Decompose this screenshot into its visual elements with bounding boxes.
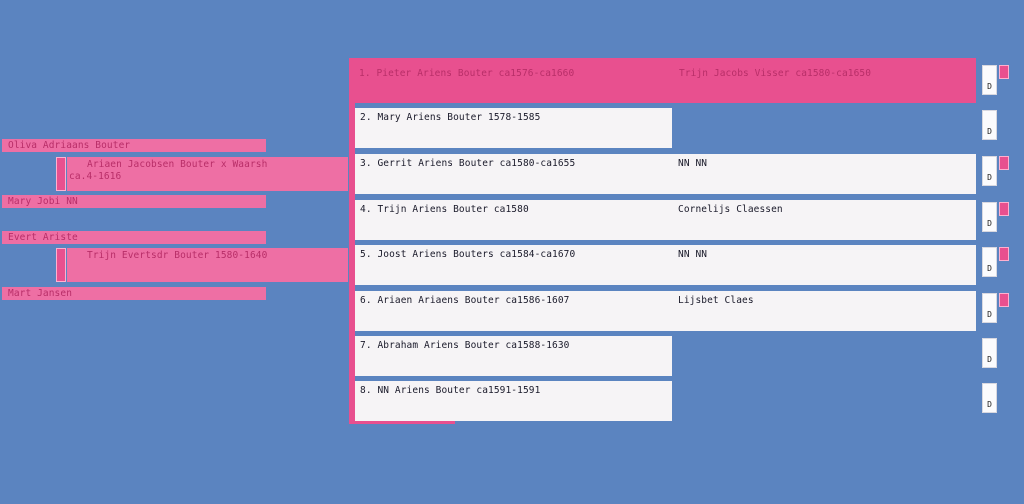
child-1-details-button[interactable]: D xyxy=(982,65,997,95)
child-2-details-button[interactable]: D xyxy=(982,110,997,140)
children-frame-bottom xyxy=(349,418,455,424)
ancestor-mother-label: Mary Jobi NN xyxy=(8,196,78,207)
child-7-details-button[interactable]: D xyxy=(982,338,997,368)
child-row-7[interactable]: 7. Abraham Ariens Bouter ca1588-1630 xyxy=(355,336,672,376)
ancestor-couple2-dates: Trijn Evertsdr Bouter 1580-1640 xyxy=(87,250,268,261)
child-8-details-button[interactable]: D xyxy=(982,383,997,413)
ancestor-father-label: Oliva Adriaans Bouter xyxy=(8,140,131,151)
child-3-details-button[interactable]: D xyxy=(982,156,997,186)
child-5-label: 5. Joost Ariens Bouters ca1584-ca1670 xyxy=(360,249,576,260)
ancestor-couple1-label: Ariaen Jacobsen Bouter x Waarsh xyxy=(87,159,268,170)
child-5-details-button[interactable]: D xyxy=(982,247,997,277)
child-1-spouse: Trijn Jacobs Visser ca1580-ca1650 xyxy=(679,68,872,79)
child-1-label: 1. Pieter Ariens Bouter ca1576-ca1660 xyxy=(359,68,575,79)
child-4-descendants-tab[interactable] xyxy=(999,202,1009,216)
ancestor-mother[interactable]: Mary Jobi NN xyxy=(2,195,266,208)
child-3-label: 3. Gerrit Ariens Bouter ca1580-ca1655 xyxy=(360,158,576,169)
child-row-2[interactable]: 2. Mary Ariens Bouter 1578-1585 xyxy=(355,108,672,148)
couple1-selector[interactable] xyxy=(56,157,66,191)
child-6-details-button[interactable]: D xyxy=(982,293,997,323)
children-frame-left xyxy=(349,58,355,424)
ancestor-gm2[interactable]: Mart Jansen xyxy=(2,287,266,300)
child-row-3[interactable]: 3. Gerrit Ariens Bouter ca1580-ca1655 NN… xyxy=(355,154,976,194)
ancestor-couple2[interactable]: Trijn Evertsdr Bouter 1580-1640 xyxy=(67,248,348,282)
couple2-selector[interactable] xyxy=(56,248,66,282)
ancestor-couple1[interactable]: Ariaen Jacobsen Bouter x Waarsh ca.4-161… xyxy=(67,157,348,191)
child-3-descendants-tab[interactable] xyxy=(999,156,1009,170)
child-5-descendants-tab[interactable] xyxy=(999,247,1009,261)
child-4-label: 4. Trijn Ariens Bouter ca1580 xyxy=(360,204,529,215)
child-6-label: 6. Ariaen Ariaens Bouter ca1586-1607 xyxy=(360,295,570,306)
child-2-label: 2. Mary Ariens Bouter 1578-1585 xyxy=(360,112,541,123)
child-4-details-button[interactable]: D xyxy=(982,202,997,232)
ancestor-gm2-label: Mart Jansen xyxy=(8,288,73,299)
ancestor-father[interactable]: Oliva Adriaans Bouter xyxy=(2,139,266,152)
child-6-descendants-tab[interactable] xyxy=(999,293,1009,307)
child-7-label: 7. Abraham Ariens Bouter ca1588-1630 xyxy=(360,340,570,351)
child-row-5[interactable]: 5. Joost Ariens Bouters ca1584-ca1670 NN… xyxy=(355,245,976,285)
child-5-spouse: NN NN xyxy=(678,249,708,260)
child-row-4[interactable]: 4. Trijn Ariens Bouter ca1580 Cornelijs … xyxy=(355,200,976,240)
child-8-label: 8. NN Ariens Bouter ca1591-1591 xyxy=(360,385,541,396)
ancestor-gf2[interactable]: Evert Ariste xyxy=(2,231,266,244)
child-4-spouse: Cornelijs Claessen xyxy=(678,204,783,215)
child-6-spouse: Lijsbet Claes xyxy=(678,295,754,306)
child-1-descendants-tab[interactable] xyxy=(999,65,1009,79)
child-row-6[interactable]: 6. Ariaen Ariaens Bouter ca1586-1607 Lij… xyxy=(355,291,976,331)
child-row-1[interactable]: 1. Pieter Ariens Bouter ca1576-ca1660 Tr… xyxy=(349,58,976,103)
ancestor-gf2-label: Evert Ariste xyxy=(8,232,78,243)
child-3-spouse: NN NN xyxy=(678,158,708,169)
child-row-8[interactable]: 8. NN Ariens Bouter ca1591-1591 xyxy=(355,381,672,421)
ancestor-couple1-dates: ca.4-1616 xyxy=(69,171,122,182)
